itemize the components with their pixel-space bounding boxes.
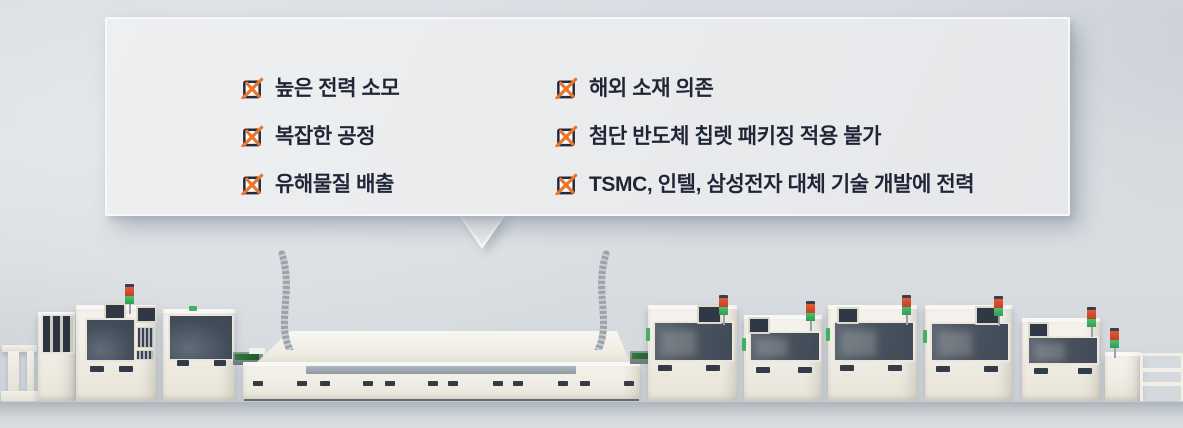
machine6-window [930,322,1010,362]
oven-slot [385,381,395,386]
issue-label: 유해물질 배출 [275,173,394,196]
machine7-window [1027,336,1099,365]
oven-slot [363,381,373,386]
signal-tower-machine4 [806,301,815,331]
conveyor-left [233,348,265,365]
signal-tower-unloader [1110,328,1119,358]
machine2-screen [168,314,234,361]
x-checkbox-icon [241,173,264,195]
signal-tower-machine6 [994,296,1003,326]
issue-label: 해외 소재 의존 [589,77,714,100]
machine3-green-indicator [646,328,650,341]
signal-tower-machine1 [125,284,134,314]
reflow-oven-rail [306,366,576,374]
machine4-handle [756,367,770,373]
machine1-control-panel [137,327,154,348]
oven-slot [493,381,503,386]
oven-slot [448,381,458,386]
machine5-handle [888,365,902,371]
issue-item: 유해물질 배출 [241,170,394,196]
oven-slot [253,381,263,386]
machine4-handle [798,367,812,373]
issue-label: TSMC, 인텔, 삼성전자 대체 기술 개발에 전력 [589,173,975,196]
cable-hose-right [594,250,610,350]
issue-label: 복잡한 공정 [275,125,376,148]
machine1-handle [119,366,133,372]
oven-slot [297,381,307,386]
x-checkbox-icon [555,125,578,147]
machine2-green-indicator [189,306,197,311]
reflow-oven-hood [256,331,630,363]
machine5-top-monitor [837,307,859,324]
issue-item: 첨단 반도체 칩렛 패키징 적용 불가 [555,122,881,148]
machine3-handle [706,365,720,371]
machine5-green-indicator [826,328,830,341]
machine1-top-monitor-right [136,306,157,323]
issue-item: TSMC, 인텔, 삼성전자 대체 기술 개발에 전력 [555,170,975,196]
loader-cart-base [1,391,38,401]
oven-slot [320,381,330,386]
machine4-window [749,331,821,362]
machine6-green-indicator [923,330,927,343]
oven-slot [513,381,523,386]
oven-slot [624,381,634,386]
machine1-control-panel2 [136,350,154,360]
issue-label: 첨단 반도체 칩렛 패키징 적용 불가 [589,125,882,148]
machine4-top-monitor [748,317,770,334]
magazine-slots [41,314,75,354]
oven-slot [428,381,438,386]
machine1-handle [90,366,104,372]
oven-base-shadow [244,399,639,402]
x-checkbox-icon [241,77,264,99]
machine4-green-indicator [742,338,746,351]
machine7-handle [1034,368,1048,374]
signal-tower-machine5 [902,295,911,325]
issue-item: 해외 소재 의존 [555,74,714,100]
issue-item: 복잡한 공정 [241,122,375,148]
x-checkbox-icon [555,77,578,99]
speech-bubble [105,17,1070,216]
machine3-handle [658,365,672,371]
issue-label: 높은 전력 소모 [275,77,400,100]
cable-hose-left [278,250,294,350]
machine7-handle [1078,368,1092,374]
machine5-handle [840,365,854,371]
machine3-window [653,321,734,362]
machine6-handle [984,366,998,372]
speech-bubble-tail [459,214,505,250]
loader-cart [2,345,37,352]
floor-reflection [0,402,1183,418]
machine6-handle [936,366,950,372]
machine2-handle [214,360,226,366]
issue-item: 높은 전력 소모 [241,74,400,100]
loader-cart-column [8,351,19,392]
machine2-handle [177,360,189,366]
oven-slot [558,381,568,386]
loader-cart-leg [27,351,34,392]
x-checkbox-icon [241,125,264,147]
unloader-cabinet [1105,352,1141,402]
machine7-top-monitor [1028,322,1049,338]
signal-tower-machine7 [1087,307,1096,337]
signal-tower-machine3 [719,295,728,325]
x-checkbox-icon [555,173,578,195]
machine5-window [833,321,915,362]
unloader-rack [1140,353,1183,406]
machine1-screen [85,318,136,362]
oven-slot [580,381,590,386]
factory-floor [0,401,1183,428]
